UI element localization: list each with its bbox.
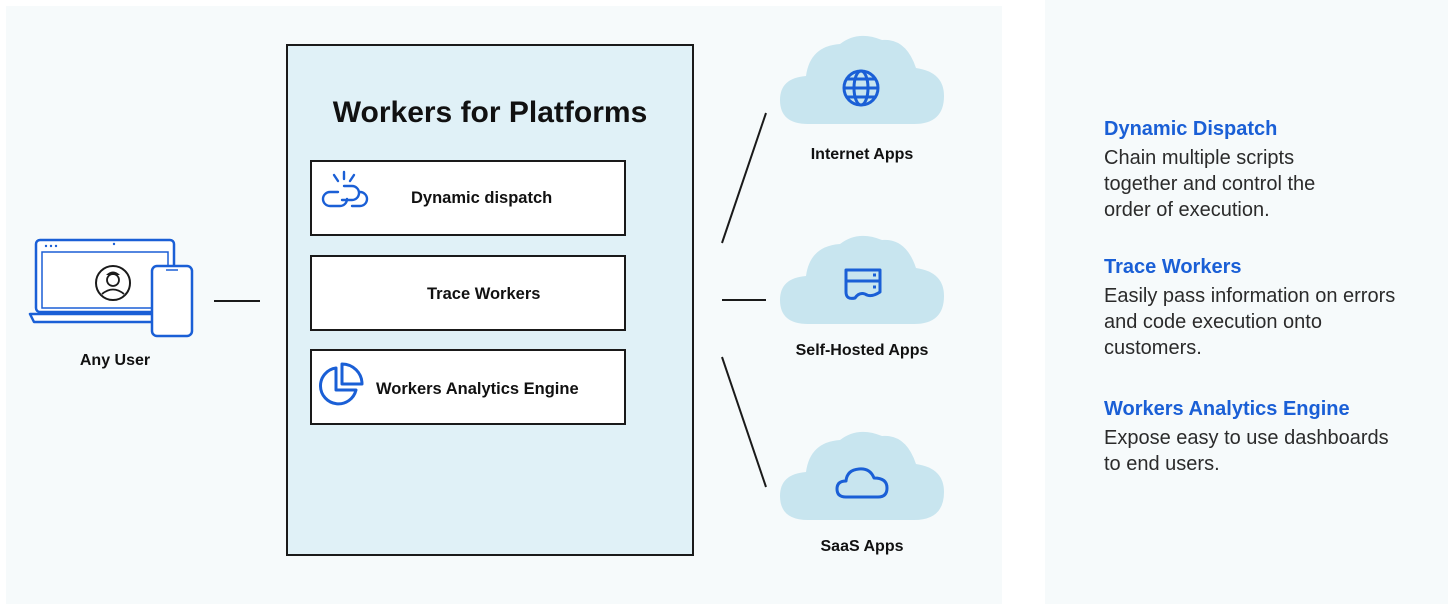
user-label: Any User bbox=[79, 352, 151, 369]
destination-label-internet: Internet Apps bbox=[810, 146, 914, 163]
feature-label-dynamic-dispatch: Dynamic dispatch bbox=[411, 189, 553, 207]
destination-label-saas: SaaS Apps bbox=[820, 538, 904, 555]
sidebar-desc-analytics-engine: Expose easy to use dashboards to end use… bbox=[1104, 427, 1389, 475]
sidebar-desc-dynamic-dispatch: Chain multiple scripts together and cont… bbox=[1104, 147, 1316, 221]
pie-chart-icon bbox=[319, 362, 364, 406]
feature-box-dynamic-dispatch bbox=[310, 160, 626, 236]
feature-label-trace-workers: Trace Workers bbox=[427, 285, 541, 303]
sidebar-title-analytics-engine: Workers Analytics Engine bbox=[1104, 398, 1350, 420]
connector-internet bbox=[721, 112, 767, 244]
sidebar-panel bbox=[1045, 0, 1448, 604]
sidebar-title-trace-workers: Trace Workers bbox=[1104, 256, 1242, 278]
connector-user bbox=[214, 300, 260, 302]
connector-saas bbox=[721, 356, 767, 488]
server-icon bbox=[844, 268, 882, 300]
globe-icon bbox=[842, 69, 880, 107]
feature-box-trace-workers bbox=[310, 255, 626, 331]
feature-box-analytics-engine bbox=[310, 349, 626, 425]
sidebar-desc-trace-workers: Easily pass information on errors and co… bbox=[1104, 285, 1396, 359]
cloud-outline-icon bbox=[835, 467, 889, 499]
broken-chain-icon bbox=[321, 170, 369, 208]
platform-title: Workers for Platforms bbox=[332, 96, 648, 129]
laptop-phone-user-icon bbox=[28, 238, 194, 338]
sidebar-title-dynamic-dispatch: Dynamic Dispatch bbox=[1104, 118, 1278, 140]
cloud-saas bbox=[780, 431, 944, 520]
destination-label-selfhosted: Self-Hosted Apps bbox=[795, 342, 929, 359]
feature-label-analytics-engine: Workers Analytics Engine bbox=[376, 380, 579, 398]
